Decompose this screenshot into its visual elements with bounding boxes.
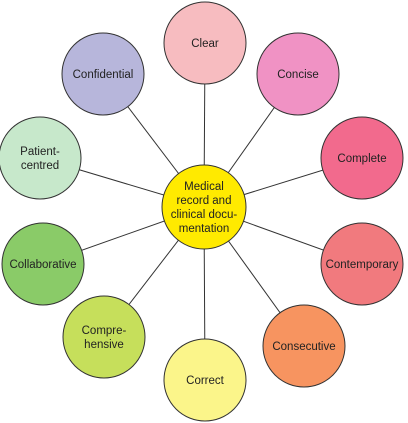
node-concise: Concise — [256, 32, 340, 116]
node-circle-concise — [256, 32, 340, 116]
center-node: Medical record and clinical docu-mentation — [161, 164, 247, 250]
node-complete: Complete — [320, 116, 404, 200]
node-label-comprehensive: Compre- — [82, 325, 127, 337]
node-circle-confidential — [61, 32, 145, 116]
node-circle-comprehensive — [62, 295, 146, 379]
node-label-complete: Complete — [337, 153, 386, 165]
node-label-clear: Clear — [191, 38, 219, 50]
center-label: clinical docu- — [171, 209, 238, 221]
node-consecutive: Consecutive — [262, 304, 346, 388]
node-label-collaborative: Collaborative — [9, 259, 76, 271]
node-circle-correct — [163, 338, 247, 422]
node-label-consecutive: Consecutive — [272, 341, 335, 353]
node-label-patient-centred: centred — [21, 160, 59, 172]
node-patient-centred: Patient-centred — [0, 116, 82, 200]
node-clear: Clear — [163, 1, 247, 85]
node-label-concise: Concise — [277, 69, 319, 81]
node-collaborative: Collaborative — [1, 222, 85, 306]
center-label: record and — [177, 195, 232, 207]
node-circle-complete — [320, 116, 404, 200]
node-circle-clear — [163, 1, 247, 85]
center-label: mentation — [179, 223, 230, 235]
node-circle-contemporary — [320, 222, 404, 306]
node-label-patient-centred: Patient- — [20, 146, 60, 158]
node-comprehensive: Compre-hensive — [62, 295, 146, 379]
node-label-comprehensive: hensive — [84, 339, 124, 351]
node-label-correct: Correct — [186, 375, 225, 387]
node-confidential: Confidential — [61, 32, 145, 116]
node-circle-consecutive — [262, 304, 346, 388]
node-contemporary: Contemporary — [320, 222, 404, 306]
node-circle-patient-centred — [0, 116, 82, 200]
node-circle-collaborative — [1, 222, 85, 306]
node-label-confidential: Confidential — [73, 69, 134, 81]
node-label-contemporary: Contemporary — [326, 259, 399, 271]
node-correct: Correct — [163, 338, 247, 422]
center-label: Medical — [184, 181, 224, 193]
center-circle — [161, 164, 247, 250]
